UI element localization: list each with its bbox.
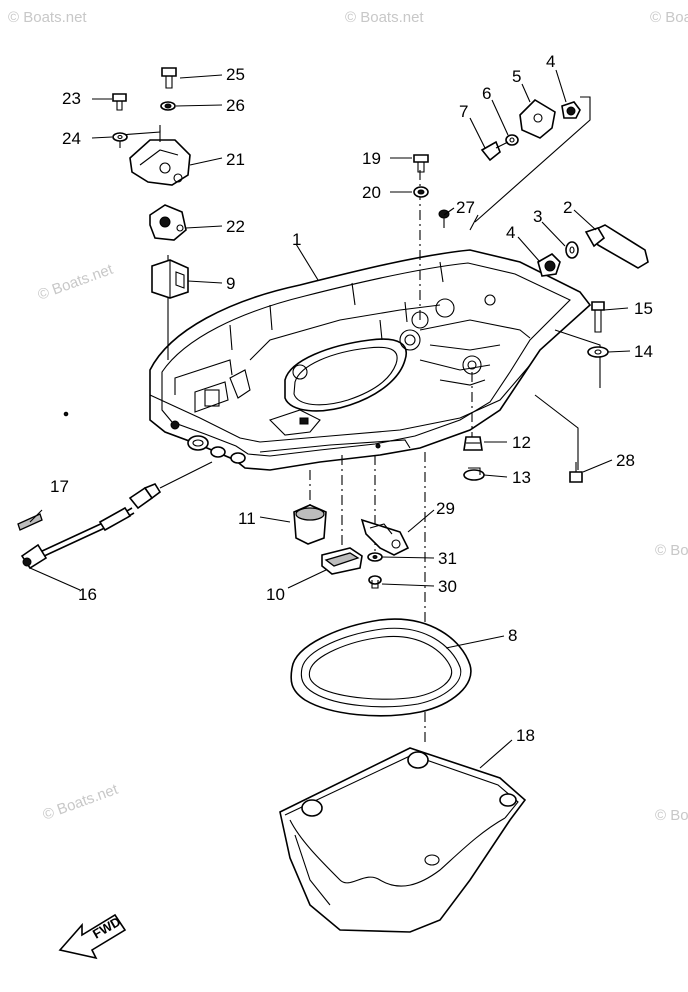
part-20-washer	[413, 186, 429, 198]
part-25-bolt	[161, 67, 177, 89]
part-16-cable-assembly	[20, 461, 213, 570]
callout-3: 3	[533, 207, 542, 226]
callout-labels: 1 2 3 4 4 5 6 7 8 9 10 11 12 13 14 15 16…	[50, 52, 653, 745]
part-19-bolt	[413, 154, 429, 173]
callout-12: 12	[512, 433, 531, 452]
callout-25: 25	[226, 65, 245, 84]
watermark: © Boats.net	[41, 781, 121, 824]
callout-28: 28	[616, 451, 635, 470]
part-14-washer	[587, 346, 609, 358]
callout-17: 17	[50, 477, 69, 496]
callout-13: 13	[512, 468, 531, 487]
callout-2: 2	[563, 198, 572, 217]
callout-27: 27	[456, 198, 475, 217]
callout-29: 29	[436, 499, 455, 518]
callout-26: 26	[226, 96, 245, 115]
part-3-washer	[565, 241, 579, 259]
callout-1: 1	[292, 230, 301, 249]
part-15-bolt	[591, 301, 605, 333]
assembly-centerlines	[119, 96, 601, 745]
callout-19: 19	[362, 149, 381, 168]
callout-4a: 4	[506, 223, 515, 242]
part-23-bolt	[112, 93, 127, 111]
callout-10: 10	[266, 585, 285, 604]
part-27-screw	[438, 209, 450, 228]
part-11-grommet	[293, 504, 327, 545]
forward-direction-arrow: FWD	[58, 914, 127, 960]
callout-31: 31	[438, 549, 457, 568]
callout-23: 23	[62, 89, 81, 108]
bottom-cowling	[149, 249, 592, 471]
part-9-damper	[151, 259, 189, 299]
stray-dot	[63, 411, 69, 417]
watermark: © Boats.net	[345, 9, 424, 26]
callout-6: 6	[482, 84, 491, 103]
part-7-bolt	[480, 140, 509, 162]
callout-7: 7	[459, 102, 468, 121]
watermark: © Boats.net	[655, 542, 688, 559]
part-24-washer	[112, 132, 128, 142]
part-4-bushing	[537, 253, 561, 277]
part-26-washer	[160, 101, 176, 111]
callout-16: 16	[78, 585, 97, 604]
watermark: © Boats.net	[36, 261, 116, 304]
part-28-screw	[569, 462, 583, 483]
watermark: © Boats.net	[8, 9, 87, 26]
callout-21: 21	[226, 150, 245, 169]
callout-20: 20	[362, 183, 381, 202]
part-30-screw	[368, 575, 382, 589]
callout-11: 11	[238, 509, 256, 528]
callout-9: 9	[226, 274, 235, 293]
part-2-latch-lever	[584, 224, 649, 269]
callout-4b: 4	[546, 52, 555, 71]
part-31-washer	[367, 552, 383, 562]
callout-18: 18	[516, 726, 535, 745]
part-12-grommet	[463, 436, 483, 451]
callout-30: 30	[438, 577, 457, 596]
callout-15: 15	[634, 299, 653, 318]
watermark: © Boats.net	[655, 807, 688, 824]
callout-24: 24	[62, 129, 81, 148]
part-8-gasket	[290, 618, 472, 717]
part-5-bracket	[519, 98, 556, 139]
watermark: © Boats.net	[650, 9, 688, 26]
callout-8: 8	[508, 626, 517, 645]
part-13-grommet	[463, 467, 485, 481]
part-29-bracket	[360, 518, 410, 556]
part-18-lower-pan	[279, 747, 527, 933]
part-21-hook-bracket	[129, 130, 191, 186]
callout-14: 14	[634, 342, 653, 361]
part-4-bushing	[561, 101, 581, 119]
part-22-clamp	[149, 204, 187, 241]
callout-22: 22	[226, 217, 245, 236]
part-6-washer	[505, 134, 519, 146]
part-10-seal	[321, 547, 363, 575]
callout-5: 5	[512, 67, 521, 86]
leader-lines	[29, 69, 631, 769]
